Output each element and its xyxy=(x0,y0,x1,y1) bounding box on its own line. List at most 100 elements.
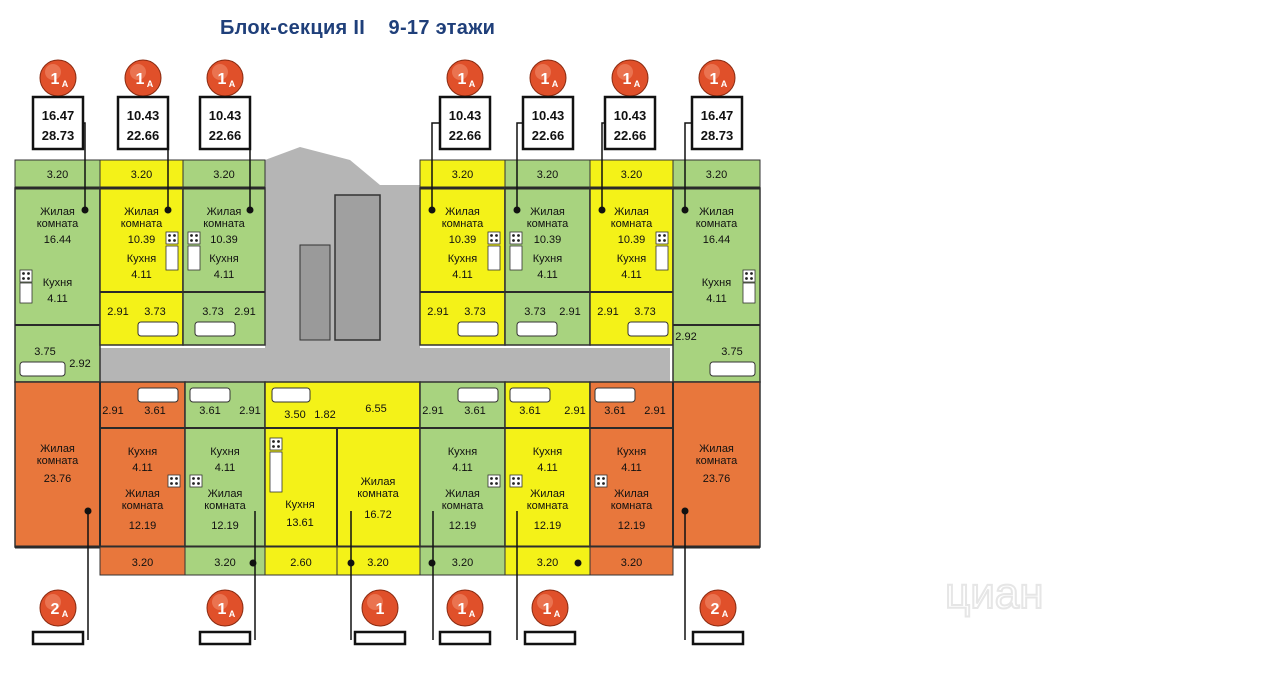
stove-icon xyxy=(655,231,669,245)
bathtub-icon xyxy=(137,321,179,337)
balcony xyxy=(589,546,674,576)
kitchen-area: 4.11 xyxy=(537,462,558,474)
kitchen-area: 13.61 xyxy=(286,517,314,529)
area-living: 10.43 xyxy=(449,108,482,123)
hall-area: 2.91 xyxy=(102,405,123,417)
plan-title: Блок-секция II 9-17 этажи xyxy=(220,17,496,39)
bath-area: 3.61 xyxy=(144,405,165,417)
hall-area: 2.92 xyxy=(69,358,90,370)
room2-area: 12.19 xyxy=(534,520,562,532)
room-area: 10.39 xyxy=(534,234,562,246)
bathtub-icon xyxy=(516,321,558,337)
hall-area: 2.91 xyxy=(559,306,580,318)
hall-area: 2.91 xyxy=(644,405,665,417)
balcony-area: 2.60 xyxy=(290,557,311,569)
badge-number: 2 xyxy=(711,601,720,618)
balcony2-area: 3.20 xyxy=(367,557,388,569)
stove-icon xyxy=(189,474,203,488)
bathtub-icon xyxy=(457,321,499,337)
area-living: 10.43 xyxy=(532,108,565,123)
bath-area: 3.73 xyxy=(144,306,165,318)
area-total: 22.66 xyxy=(209,128,242,143)
area-living: 16.47 xyxy=(42,108,75,123)
room-area: 10.39 xyxy=(618,234,646,246)
counter-icon xyxy=(165,245,179,271)
area-box xyxy=(523,630,577,646)
hall-area: 2.92 xyxy=(675,331,696,343)
area-total: 22.66 xyxy=(614,128,647,143)
area-box xyxy=(198,630,252,646)
kitchen-label: Кухня xyxy=(43,277,72,289)
area-living: 10.43 xyxy=(127,108,160,123)
kitchen-label: Кухня xyxy=(448,253,477,265)
kitchen-label: Кухня xyxy=(285,499,314,511)
bathtub-icon xyxy=(19,361,66,377)
stove-icon xyxy=(487,474,501,488)
counter-icon xyxy=(509,245,523,271)
balcony-area: 3.20 xyxy=(452,557,473,569)
stove-icon xyxy=(187,231,201,245)
kitchen-label: Кухня xyxy=(533,253,562,265)
badge-suffix: А xyxy=(554,609,561,619)
counter-icon xyxy=(655,245,669,271)
kitchen-label: Кухня xyxy=(702,277,731,289)
balcony-area: 3.20 xyxy=(621,169,642,181)
area-total: 22.66 xyxy=(449,128,482,143)
kitchen-label: Кухня xyxy=(209,253,238,265)
area-box xyxy=(31,630,85,646)
bath-area: 3.75 xyxy=(34,346,55,358)
stove-icon xyxy=(509,231,523,245)
room-area: 10.39 xyxy=(449,234,477,246)
area-box xyxy=(603,95,657,151)
stove-icon xyxy=(165,231,179,245)
bath-area: 3.61 xyxy=(604,405,625,417)
balcony-area: 3.20 xyxy=(132,557,153,569)
badge-suffix: А xyxy=(229,79,236,89)
balcony-area: 3.20 xyxy=(537,557,558,569)
stairwell xyxy=(299,244,331,341)
kitchen-area: 4.11 xyxy=(621,462,642,474)
badge-suffix: А xyxy=(469,609,476,619)
kitchen-area: 4.11 xyxy=(621,269,642,281)
badge-number: 1 xyxy=(543,601,552,618)
stove-icon xyxy=(19,269,33,283)
bathtub-icon xyxy=(457,387,499,403)
counter-icon xyxy=(19,282,33,304)
bathtub-icon xyxy=(271,387,311,403)
badge-suffix: А xyxy=(634,79,641,89)
kitchen-label: Кухня xyxy=(128,446,157,458)
badge-suffix: А xyxy=(147,79,154,89)
balcony xyxy=(264,546,338,576)
bathtub-icon xyxy=(194,321,236,337)
bath-area: 3.50 xyxy=(284,409,305,421)
badge-number: 1 xyxy=(136,71,145,88)
hall-area: 2.91 xyxy=(427,306,448,318)
hall-area: 2.91 xyxy=(422,405,443,417)
area-box xyxy=(353,630,407,646)
badge-suffix: А xyxy=(722,609,729,619)
kitchen-label: Кухня xyxy=(533,446,562,458)
kitchen-label: Кухня xyxy=(210,446,239,458)
bathtub-icon xyxy=(709,361,756,377)
badge-number: 2 xyxy=(51,601,60,618)
bath-area: 3.73 xyxy=(202,306,223,318)
kitchen-label: Кухня xyxy=(617,253,646,265)
badge-number: 1 xyxy=(458,71,467,88)
balcony-area: 3.20 xyxy=(131,169,152,181)
balcony xyxy=(589,159,674,189)
